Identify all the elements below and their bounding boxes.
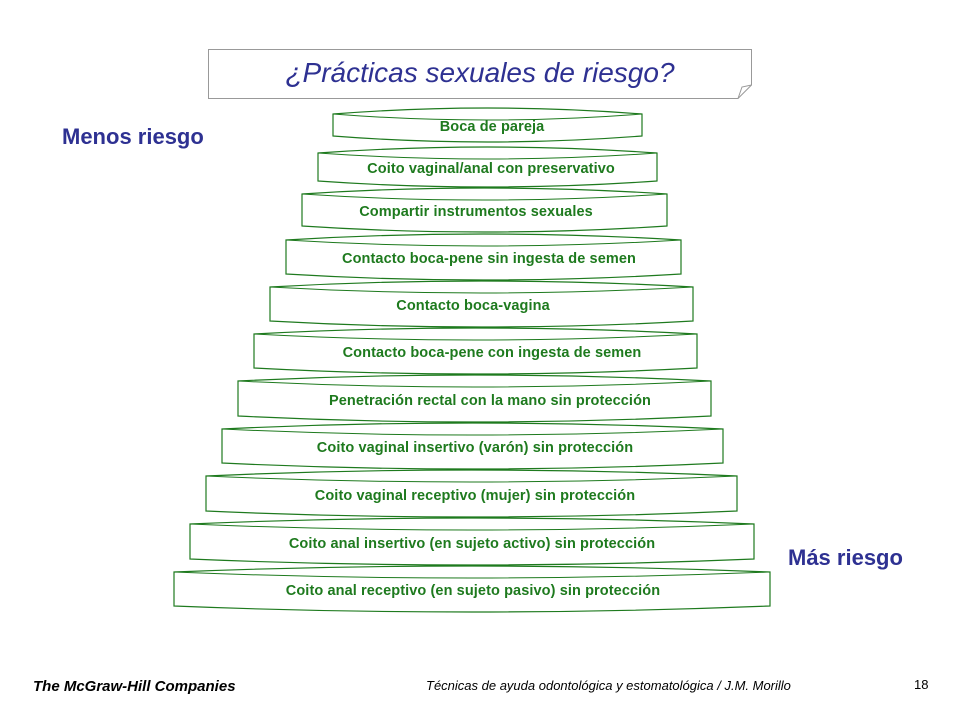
pyramid-tier-rim-8 — [221, 428, 724, 436]
pyramid-tier-10 — [189, 517, 755, 566]
pyramid-tier-rim-11 — [173, 571, 771, 579]
pyramid-tier-11 — [173, 565, 771, 613]
pyramid-tier-7 — [237, 374, 712, 423]
pyramid-tier-rim-4 — [285, 239, 682, 247]
pyramid-tier-rim-2 — [317, 152, 658, 160]
tier-label-1: Boca de pareja — [439, 119, 545, 135]
pyramid-tier-rim-9 — [205, 475, 738, 483]
title-box: ¿Prácticas sexuales de riesgo? — [208, 49, 752, 99]
footer-book: Técnicas de ayuda odontológica y estomat… — [426, 678, 791, 693]
pyramid-tier-rim-1 — [332, 113, 643, 121]
tier-label-4: Contacto boca-pene sin ingesta de semen — [342, 251, 636, 267]
tier-label-8: Coito vaginal insertivo (varón) sin prot… — [316, 440, 634, 456]
pyramid-tier-rim-3 — [301, 193, 668, 201]
pyramid-tier-1 — [332, 107, 643, 143]
tier-label-5: Contacto boca-vagina — [396, 298, 550, 314]
tier-label-11: Coito anal receptivo (en sujeto pasivo) … — [285, 583, 661, 599]
tier-label-2: Coito vaginal/anal con preservativo — [367, 161, 615, 177]
less-risk-label: Menos riesgo — [62, 124, 204, 149]
pyramid-tier-4 — [285, 233, 682, 281]
pyramid-tier-5 — [269, 280, 694, 328]
pyramid-tier-8 — [221, 422, 724, 470]
tier-label-9: Coito vaginal receptivo (mujer) sin prot… — [314, 487, 636, 504]
tier-label-7: Penetración rectal con la mano sin prote… — [329, 392, 651, 409]
more-risk-label: Más riesgo — [788, 545, 903, 570]
tier-label-6: Contacto boca-pene con ingesta de semen — [342, 345, 642, 361]
title-frame — [208, 49, 752, 99]
footer-company: The McGraw-Hill Companies — [33, 678, 236, 695]
pyramid-tier-rim-5 — [269, 286, 694, 294]
pyramid-tier-rim-10 — [189, 523, 755, 531]
pyramid-tier-rim-6 — [253, 333, 698, 341]
page-title: ¿Prácticas sexuales de riesgo? — [285, 57, 675, 88]
tier-label-3: Compartir instrumentos sexuales — [359, 204, 593, 220]
pyramid-tier-rim-7 — [237, 380, 712, 388]
pyramid-tier-9 — [205, 469, 738, 518]
pyramid-tier-6 — [253, 327, 698, 375]
page-number: 18 — [914, 677, 929, 692]
tier-label-10: Coito anal insertivo (en sujeto activo) … — [288, 535, 656, 552]
